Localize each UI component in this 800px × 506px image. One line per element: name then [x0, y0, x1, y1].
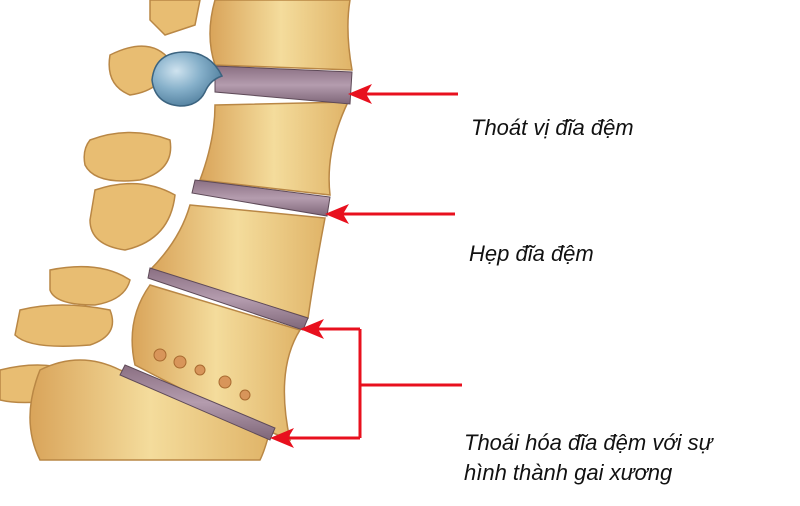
- intervertebral-discs: [119, 65, 353, 441]
- bone-spurs: [153, 348, 251, 401]
- label-degenerated-disc: Thoái hóa đĩa đệm với sự hình thành gai …: [464, 428, 713, 487]
- label-herniated-disc: Thoát vị đĩa đệm: [471, 115, 634, 140]
- label-degenerated-disc-line1: Thoái hóa đĩa đệm với sự: [464, 430, 713, 455]
- herniation-blob: [151, 51, 224, 107]
- label-degenerated-disc-line2: hình thành gai xương: [464, 459, 673, 485]
- label-narrowed-disc: Hẹp đĩa đệm: [469, 241, 594, 266]
- vertebrae: [29, 0, 353, 461]
- annotation-arrows: [270, 84, 462, 448]
